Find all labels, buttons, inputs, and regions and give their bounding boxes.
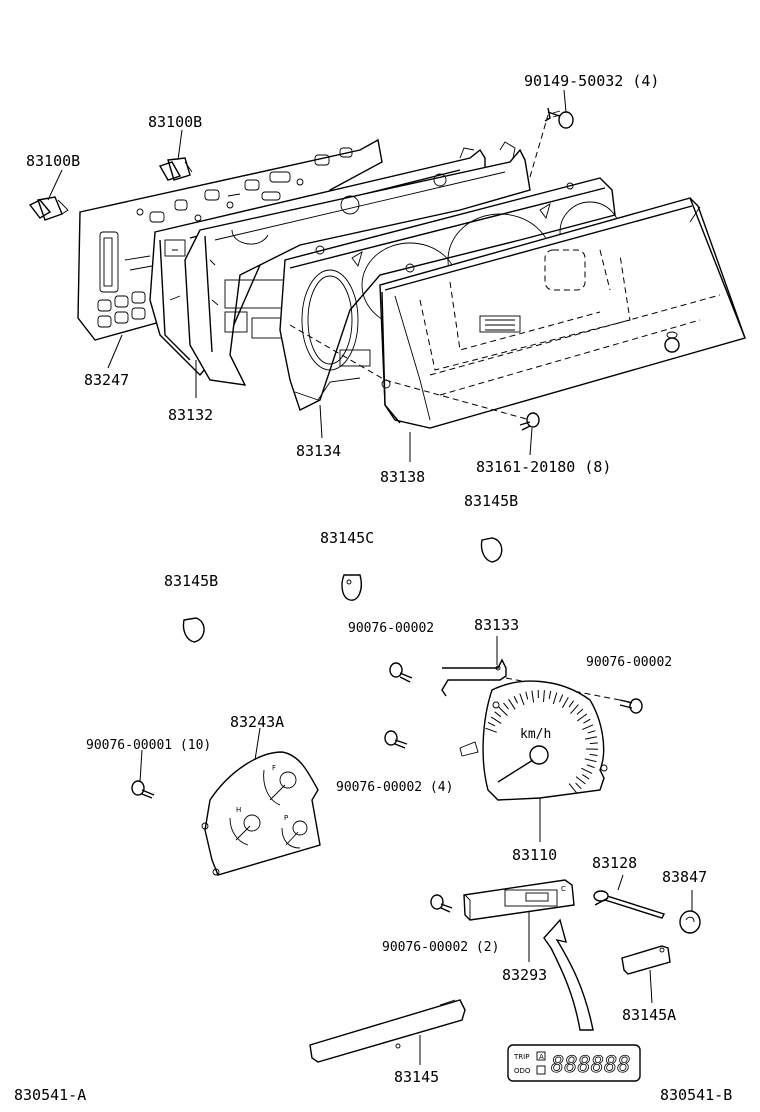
cover-83145b-right (480, 537, 503, 563)
odometer-display-detail: TRIP ODO A B 888888 (507, 1044, 641, 1082)
speedometer-tick-marks (485, 689, 599, 794)
cap-83847 (679, 910, 701, 934)
arrow-to-odometer-display (543, 918, 594, 1031)
label-83134: 83134 (296, 442, 341, 460)
speedometer-tick (575, 776, 586, 785)
odometer-module-83293: C (463, 879, 575, 921)
odometer-b-indicator: B (539, 1067, 544, 1075)
label-90076-00002-a: 90076-00002 (348, 621, 434, 636)
leader-lines (47, 89, 693, 1065)
speedometer-tick (576, 708, 584, 715)
svg-text:H: H (236, 806, 241, 814)
speedometer-tick (513, 695, 519, 704)
screw-90076-d (430, 894, 453, 913)
screw-83161-20180 (289, 324, 540, 431)
label-83161-20180: 83161-20180 (8) (476, 458, 611, 476)
speedometer-tick (582, 774, 590, 780)
speedometer-tick (586, 764, 595, 769)
speedometer-tick (485, 727, 497, 733)
speedometer-tick (503, 702, 509, 710)
cover-83145b-left (182, 617, 205, 643)
odometer-trip-label: TRIP (513, 1053, 529, 1061)
label-90076-00002-b: 90076-00002 (586, 655, 672, 670)
speedometer-tick (519, 693, 525, 706)
svg-text:P: P (284, 814, 288, 822)
odometer-odo-label: ODO (514, 1067, 531, 1075)
label-83100b-left: 83100B (26, 152, 80, 170)
gauge-83243a: F H P (201, 751, 321, 876)
screw-90076-b (619, 698, 643, 714)
speedometer-tick (581, 767, 593, 774)
label-90149-50032: 90149-50032 (4) (524, 72, 659, 90)
odometer-digits: 888888 (551, 1053, 630, 1078)
bulb-socket-83100b-left (28, 196, 69, 221)
speedometer-tick (543, 690, 545, 703)
label-83247: 83247 (84, 371, 129, 389)
part-83132-case (149, 141, 531, 386)
label-83110: 83110 (512, 846, 557, 864)
speedometer-tick (561, 697, 569, 709)
speedometer-tick (525, 691, 529, 700)
label-83100b-top: 83100B (148, 113, 202, 131)
speedometer-tick (589, 742, 598, 745)
screw-90076-00001 (131, 780, 155, 799)
label-90076-00001: 90076-00001 (10) (86, 738, 211, 753)
label-83133: 83133 (474, 616, 519, 634)
label-83243a: 83243A (230, 713, 284, 731)
label-83145b-left: 83145B (164, 572, 218, 590)
speedometer-tick (552, 692, 558, 705)
label-90076-00002-c: 90076-00002 (4) (336, 780, 453, 795)
speedometer-tick (548, 690, 552, 699)
label-83128: 83128 (592, 854, 637, 872)
part-labels: 90149-50032 (4) 83100B 83100B 83247 8313… (14, 72, 732, 1104)
speedometer-tick (498, 706, 508, 716)
odometer-a-indicator: A (539, 1053, 544, 1061)
ref-830541-a: 830541-A (14, 1086, 86, 1104)
label-83145: 83145 (394, 1068, 439, 1086)
svg-text:C: C (561, 885, 566, 893)
label-83145c: 83145C (320, 529, 374, 547)
label-83145a: 83145A (622, 1006, 676, 1024)
speedometer-tick (587, 730, 596, 734)
speedometer-tick (575, 782, 582, 790)
label-83847: 83847 (662, 868, 707, 886)
screw-90076-a (389, 662, 413, 683)
speedometer-tick (508, 698, 516, 710)
cover-83145-long (309, 999, 466, 1063)
speedometer-tick (494, 711, 502, 718)
screw-90149-50032 (529, 107, 574, 178)
speedometer-tick (490, 716, 502, 724)
part-83138-cover-glass (379, 197, 746, 429)
speedometer-unit-label: km/h (520, 727, 551, 742)
screw-90076-c (384, 730, 408, 749)
speedometer-tick (581, 724, 594, 731)
svg-text:F: F (272, 764, 276, 772)
speedometer-tick (531, 690, 535, 703)
speedometer-tick (568, 783, 578, 794)
speedometer-tick (570, 704, 579, 714)
speedometer-83110: km/h (459, 680, 608, 801)
speedometer-tick (568, 700, 575, 708)
trip-reset-knob-83128 (593, 890, 665, 919)
label-83145b-right: 83145B (464, 492, 518, 510)
bulb-socket-83100b-top (158, 157, 193, 181)
cover-83145a (621, 945, 671, 975)
label-83293: 83293 (502, 966, 547, 984)
label-90076-00002-d: 90076-00002 (2) (382, 940, 499, 955)
speedometer-tick (559, 694, 564, 703)
label-83138: 83138 (380, 468, 425, 486)
ref-830541-b: 830541-B (660, 1086, 732, 1104)
speedometer-tick (487, 721, 496, 727)
speedometer-tick (576, 713, 588, 722)
speedometer-tick (585, 736, 597, 740)
label-83132: 83132 (168, 406, 213, 424)
cover-83145c (341, 574, 362, 601)
speedometer-tick (589, 753, 598, 756)
speedometer-tick (584, 758, 597, 763)
speedometer-tick (583, 718, 591, 724)
